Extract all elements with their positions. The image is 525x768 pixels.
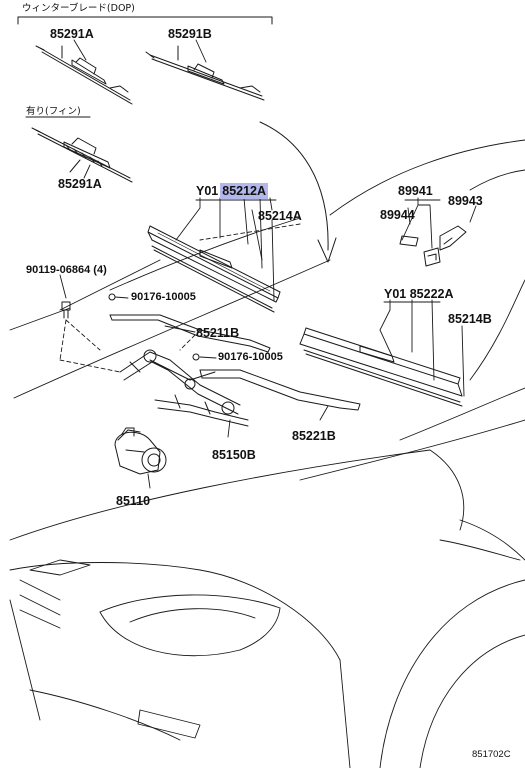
blade-rubber-85214a [151,245,275,313]
wiper-blade-85212a [147,225,281,303]
assembly-arrow [259,121,337,263]
winter-blade-bracket [17,16,273,25]
part-85291a-top[interactable]: 85291A [50,27,94,41]
part-89943[interactable]: 89943 [448,194,483,208]
diagram-reference: 851702C [472,749,511,760]
part-89941[interactable]: 89941 [398,184,433,198]
leader-lines [59,39,477,489]
part-89944[interactable]: 89944 [380,208,415,222]
winter-blade-group-label: ウィンターブレード(DOP) [22,3,135,14]
wiper-blade-85291b [145,45,265,101]
fin-group-label: 有り(フィン) [26,106,81,117]
part-85214b[interactable]: 85214B [448,312,492,326]
part-y01-right[interactable]: Y01 85222A [384,288,454,301]
part-90176-a[interactable]: 90176-10005 [131,291,196,303]
part-85291b[interactable]: 85291B [168,27,212,41]
part-85150b[interactable]: 85150B [212,448,256,462]
wiper-arm-85211b [109,314,271,353]
part-85214a[interactable]: 85214A [258,209,302,223]
part-85222a[interactable]: 85222A [409,287,454,301]
part-85211b[interactable]: 85211B [196,326,240,340]
wiper-blade-85222a [299,327,463,397]
blade-rubber-85214b [303,349,463,407]
label-brackets [195,199,441,303]
y01-prefix-right: Y01 [384,287,407,301]
part-85212a-highlight[interactable]: 85212A [220,183,269,199]
part-85110[interactable]: 85110 [116,494,151,508]
part-85221b[interactable]: 85221B [292,429,336,443]
wiper-arm-85221b [199,369,361,411]
part-90119[interactable]: 90119-06864 (4) [26,264,107,276]
y01-prefix-left: Y01 [196,184,219,198]
wiper-motor-85110 [114,427,167,475]
wiper-link-85150b [119,349,249,427]
wiper-blade-85291a-fin [31,127,133,183]
hidden-lines [59,223,301,373]
fin-parts [399,225,467,267]
fasteners [61,293,200,361]
part-85291a-fin[interactable]: 85291A [58,177,102,191]
wiper-blade-85291a-top [35,45,133,105]
part-90176-b[interactable]: 90176-10005 [218,351,283,363]
car-body-outline [9,139,525,768]
